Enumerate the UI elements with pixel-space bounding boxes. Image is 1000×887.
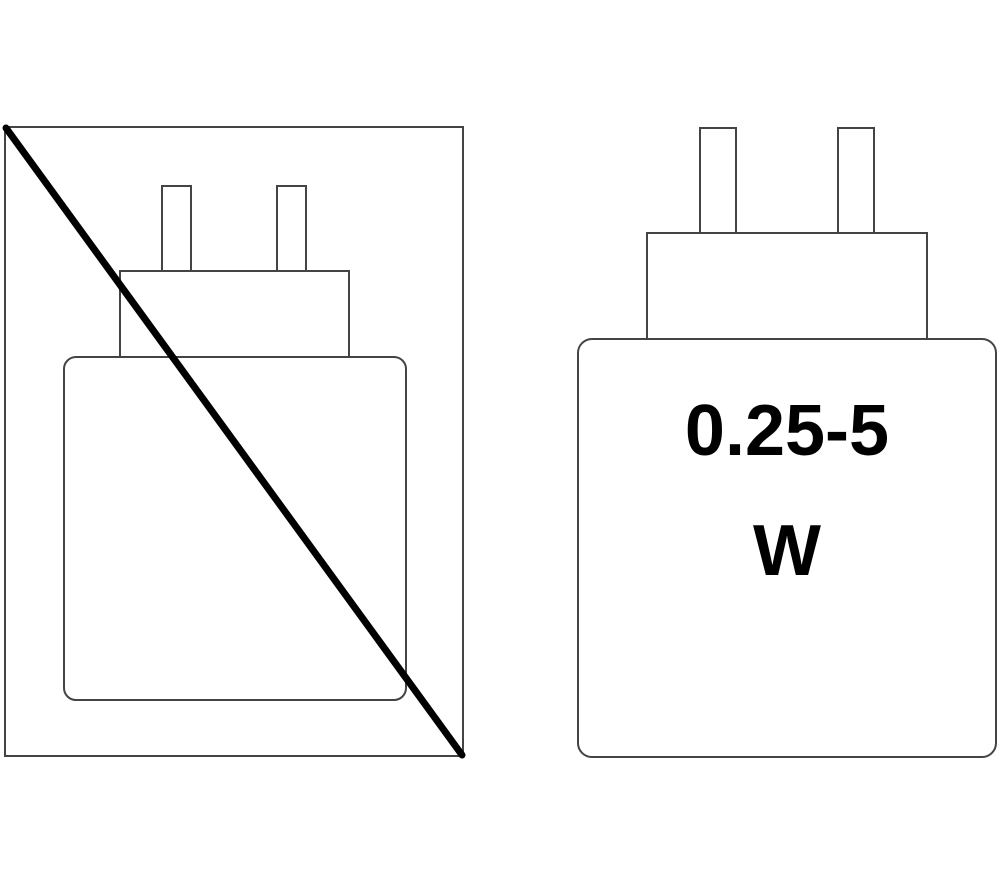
power-unit-label: W <box>753 511 821 591</box>
right-charger-prong-right <box>837 127 875 235</box>
charger-icon <box>577 127 997 758</box>
left-charger-prong-right <box>276 185 307 273</box>
right-charger-plug-base <box>646 232 928 340</box>
charger-crossed-out-icon <box>2 124 466 759</box>
right-charger-body <box>577 338 997 758</box>
power-range-label: 0.25-5 <box>684 391 890 471</box>
left-charger-body <box>63 356 407 701</box>
left-charger-prong-left <box>161 185 192 273</box>
strike-through-line <box>2 124 466 759</box>
left-charger-plug-base <box>119 270 350 358</box>
right-charger-prong-left <box>699 127 737 235</box>
